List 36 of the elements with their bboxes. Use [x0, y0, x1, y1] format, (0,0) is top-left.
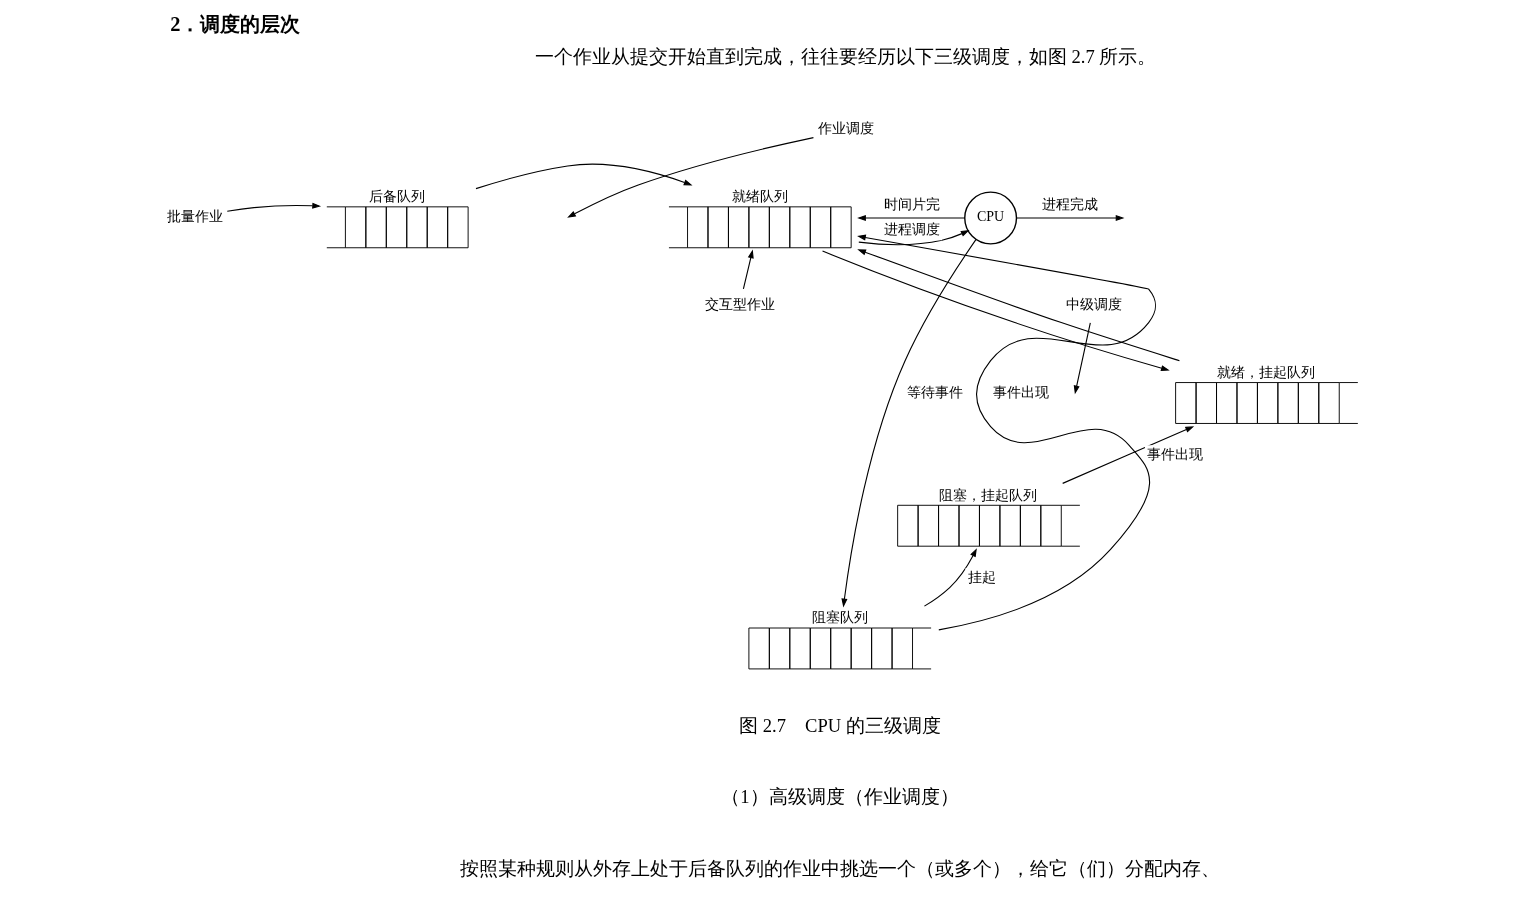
diagram-title: 2．调度的层次 [169, 13, 300, 36]
node-label: 就绪队列 [731, 189, 788, 205]
edge-label: 挂起 [967, 569, 996, 585]
node-label: 后备队列 [368, 189, 425, 205]
node-text: 中级调度 [1065, 297, 1122, 313]
arrow [1015, 214, 1124, 222]
edge-label: 进程调度 [883, 222, 940, 238]
arrow [1061, 426, 1194, 484]
arrow [1073, 322, 1091, 395]
arrow [840, 239, 976, 608]
node-text: 批量作业 [166, 209, 223, 225]
edge-label: 时间片完 [883, 197, 940, 213]
arrow [742, 249, 754, 290]
arrow [566, 137, 814, 218]
edge-label: 事件出现 [1146, 446, 1203, 462]
arrow [856, 234, 1156, 631]
node-label: 阻塞队列 [811, 610, 868, 626]
node-label: 就绪，挂起队列 [1216, 364, 1315, 380]
arrow [857, 230, 970, 246]
arrow [856, 249, 1180, 362]
arrow [474, 163, 693, 190]
node-circle: CPU [963, 191, 1017, 245]
arrow [856, 214, 965, 222]
label: 一个作业从提交开始直到完成，往往要经历以下三级调度，如图 2.7 所示。 [534, 46, 1156, 68]
edge-label: 进程完成 [1041, 197, 1098, 213]
node-text: 作业调度 [817, 121, 874, 137]
caption: 图 2.7 CPU 的三级调度 [738, 714, 941, 736]
label: （1）高级调度（作业调度） [720, 786, 959, 808]
node-label: 阻塞，挂起队列 [938, 487, 1037, 503]
edge-label: 事件出现 [992, 385, 1049, 401]
arrow [821, 250, 1170, 372]
edge-label: 等待事件 [906, 385, 963, 401]
arrow [226, 202, 321, 212]
label: 按照某种规则从外存上处于后备队列的作业中挑选一个（或多个），给它（们）分配内存、 [459, 857, 1220, 879]
node-text: 交互型作业 [704, 297, 775, 313]
arrow [923, 548, 977, 607]
